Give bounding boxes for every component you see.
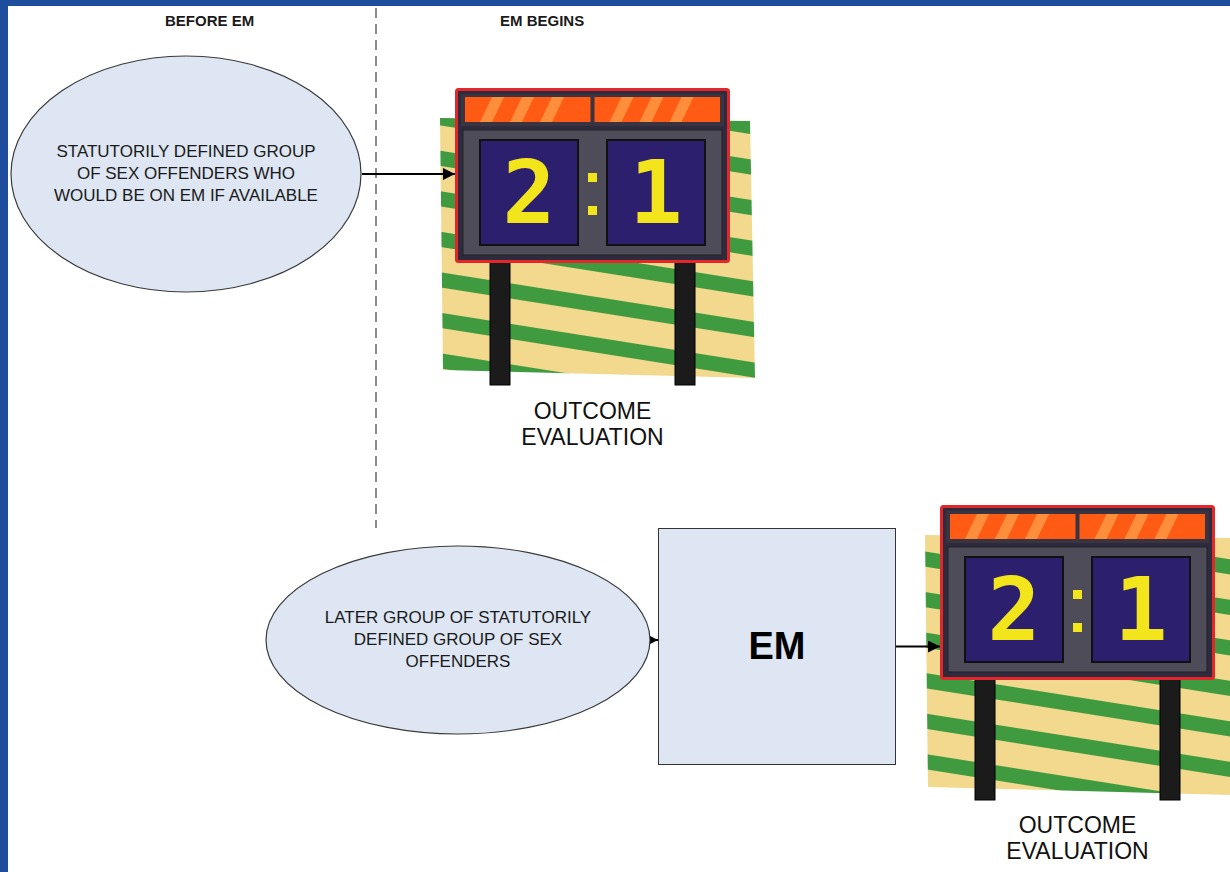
board-top [461,94,724,126]
light-stripe [1025,514,1049,539]
turf-ground [440,118,755,378]
score-digit: 1 [607,140,705,245]
score-digit: 2 [480,140,578,245]
light-stripe [1155,514,1179,539]
scoreboard: 21OUTCOME EVALUATION [455,88,730,263]
light-stripe [640,97,664,122]
node-text: LATER GROUP OF STATUTORILY DEFINED GROUP… [321,607,596,673]
board-caption: OUTCOME EVALUATION [988,812,1168,865]
turf-ground [925,535,1230,795]
light-stripe [610,97,634,122]
board-light [1080,514,1206,539]
digit-panel [1092,557,1190,662]
light-stripe [510,97,534,122]
ellipse-shape [266,546,650,734]
board-light [465,97,591,122]
caption-holder: OUTCOME EVALUATION [988,812,1168,865]
board-frame [457,90,729,262]
light-stripe [995,514,1019,539]
colon-dot [588,206,597,215]
light-stripe [540,97,564,122]
board-face [463,130,722,255]
section-label: BEFORE EM [165,12,254,29]
score-digit: 1 [1092,557,1190,662]
board-leg [1160,679,1180,800]
board-leg [490,262,510,385]
board-light [595,97,721,122]
text-holder: STATUTORILY DEFINED GROUP OF SEX OFFENDE… [10,55,362,293]
text-holder: LATER GROUP OF STATUTORILY DEFINED GROUP… [265,545,651,735]
colon-dot [1073,590,1082,599]
box-text: EM [749,625,806,668]
board-leg [975,679,995,800]
digit-panel [965,557,1063,662]
light-stripe [1125,514,1149,539]
text-block: STATUTORILY DEFINED GROUP OF SEX OFFENDE… [49,141,324,207]
light-stripe [1095,514,1119,539]
board-light [950,514,1076,539]
board-frame [942,507,1214,679]
process-box: EM [658,528,896,765]
digit-panel [607,140,705,245]
board-caption: OUTCOME EVALUATION [503,398,683,451]
flow-arrow [362,173,455,175]
text-block: LATER GROUP OF STATUTORILY DEFINED GROUP… [321,607,596,673]
score-digit: 2 [965,557,1063,662]
scoreboard-drawing [940,505,1215,680]
board-leg [675,262,695,385]
scoreboard-drawing [455,88,730,263]
scoreboard: 21OUTCOME EVALUATION [940,505,1215,680]
light-stripe [670,97,694,122]
light-stripe [480,97,504,122]
ellipse-shape [11,56,361,292]
node-text: STATUTORILY DEFINED GROUP OF SEX OFFENDE… [49,141,324,207]
group-ellipse: LATER GROUP OF STATUTORILY DEFINED GROUP… [265,545,651,735]
group-ellipse: STATUTORILY DEFINED GROUP OF SEX OFFENDE… [10,55,362,293]
flow-arrow [896,646,940,648]
flow-arrow [651,639,658,641]
colon-dot [588,173,597,182]
caption-holder: OUTCOME EVALUATION [503,398,683,451]
digit-panel [480,140,578,245]
divider-line [375,8,377,528]
board-top [946,511,1209,543]
board-face [948,547,1207,672]
colon-dot [1073,623,1082,632]
section-label: EM BEGINS [500,12,584,29]
light-stripe [965,514,989,539]
